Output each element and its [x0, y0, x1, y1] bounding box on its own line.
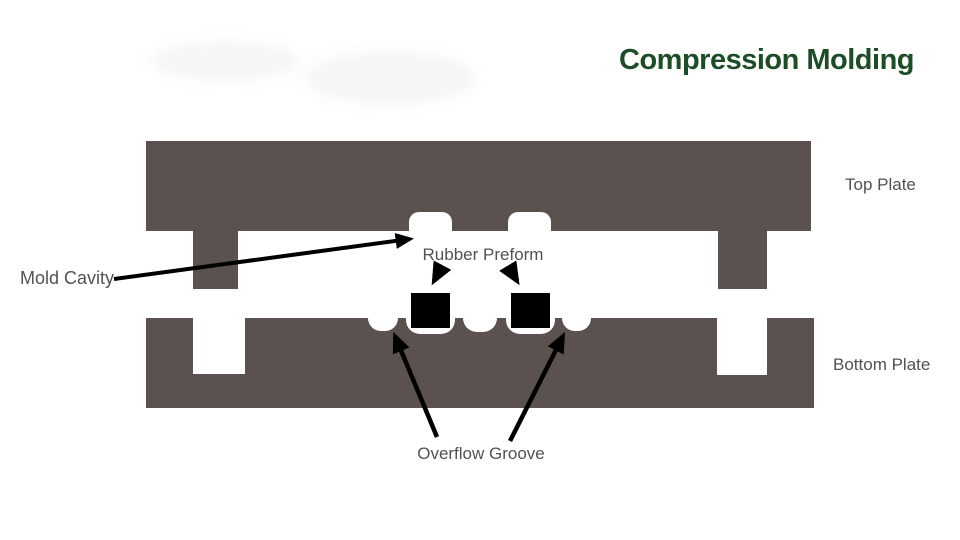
mold-cavity-left [409, 212, 452, 231]
rubber-preform-left [411, 293, 450, 328]
top-plate-label: Top Plate [845, 175, 916, 194]
rubber-preform-label: Rubber Preform [422, 245, 544, 264]
overflow-groove-left [368, 318, 398, 331]
diagram-title: Compression Molding [619, 44, 915, 76]
top-plate [146, 141, 811, 231]
overflow-groove-middle [463, 318, 497, 332]
rubber-preform-arrow-right [499, 260, 520, 286]
guide-peg-right [718, 230, 767, 289]
bottom-plate-label: Bottom Plate [833, 355, 931, 374]
guide-slot-left [193, 318, 245, 374]
guide-peg-left [193, 230, 238, 289]
rubber-preform-arrow-left [431, 260, 452, 286]
scan-smudge [150, 42, 300, 80]
mold-cavity-arrow [113, 233, 414, 281]
overflow-groove-right [562, 318, 591, 331]
rubber-preform-right [511, 293, 550, 328]
scan-smudge [305, 52, 475, 104]
mold-cavity-right [508, 212, 551, 231]
guide-slot-right [717, 318, 767, 375]
bottom-plate [146, 318, 814, 408]
overflow-groove-label: Overflow Groove [417, 444, 545, 463]
mold-cavity-label: Mold Cavity [20, 268, 115, 288]
